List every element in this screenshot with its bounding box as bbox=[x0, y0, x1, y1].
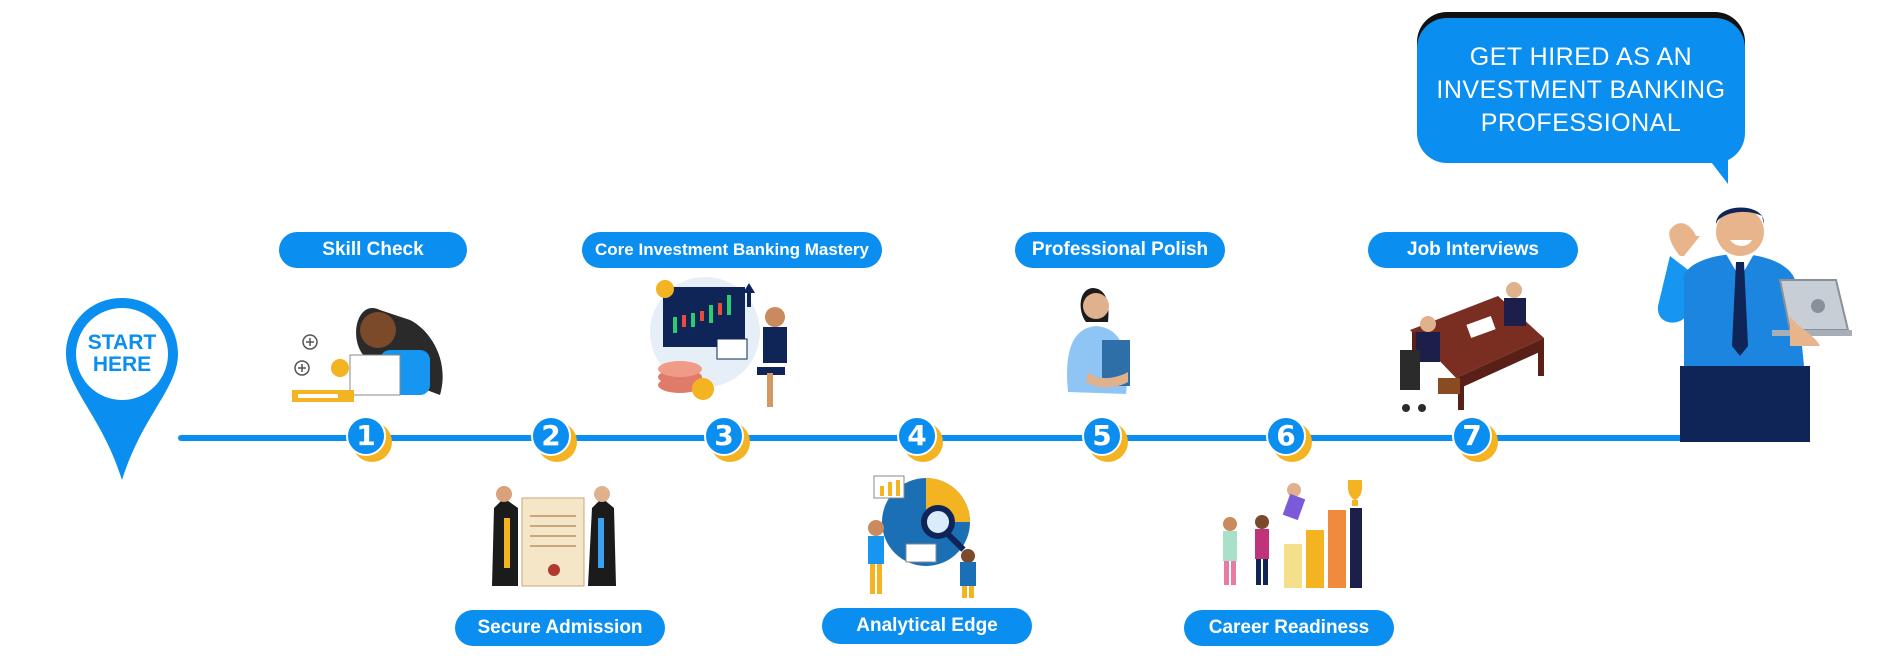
goal-line-3: PROFESSIONAL bbox=[1480, 109, 1682, 137]
step-number: 4 bbox=[897, 416, 937, 456]
step-label-skill-check[interactable]: Skill Check bbox=[279, 232, 467, 268]
job-interviews-illustration bbox=[1400, 282, 1544, 412]
step-label-job-interviews[interactable]: Job Interviews bbox=[1368, 232, 1578, 268]
step-marker-5[interactable]: 5 bbox=[1082, 416, 1128, 462]
skill-check-illustration bbox=[292, 308, 443, 402]
goal-speech-bubble: GET HIRED AS AN INVESTMENT BANKING PROFE… bbox=[1417, 18, 1745, 163]
goal-line-1: GET HIRED AS AN bbox=[1469, 43, 1693, 71]
timeline-line bbox=[178, 435, 1781, 441]
step-label-professional-polish[interactable]: Professional Polish bbox=[1015, 232, 1225, 268]
secure-admission-illustration bbox=[492, 486, 616, 587]
step-marker-3[interactable]: 3 bbox=[704, 416, 750, 462]
step-marker-1[interactable]: 1 bbox=[346, 416, 392, 462]
step-label-career-readiness[interactable]: Career Readiness bbox=[1184, 610, 1394, 646]
start-here-pin[interactable]: START HERE bbox=[64, 296, 180, 482]
celebrating-professional-illustration bbox=[1657, 207, 1852, 442]
step-number: 1 bbox=[346, 416, 386, 456]
start-label: START bbox=[88, 331, 157, 354]
step-marker-7[interactable]: 7 bbox=[1452, 416, 1498, 462]
step-label-analytical-edge[interactable]: Analytical Edge bbox=[822, 608, 1032, 644]
step-number: 7 bbox=[1452, 416, 1492, 456]
step-marker-4[interactable]: 4 bbox=[897, 416, 943, 462]
core-ib-mastery-illustration bbox=[650, 277, 787, 407]
step-marker-6[interactable]: 6 bbox=[1266, 416, 1312, 462]
professional-polish-illustration bbox=[1067, 288, 1130, 394]
step-label-core-ib-mastery[interactable]: Core Investment Banking Mastery bbox=[582, 232, 882, 268]
step-number: 6 bbox=[1266, 416, 1306, 456]
analytical-edge-illustration bbox=[868, 475, 976, 598]
career-readiness-illustration bbox=[1223, 480, 1362, 588]
step-number: 5 bbox=[1082, 416, 1122, 456]
goal-line-2: INVESTMENT BANKING bbox=[1436, 76, 1726, 104]
speech-bubble-tail bbox=[1708, 158, 1728, 184]
step-number: 3 bbox=[704, 416, 744, 456]
step-label-secure-admission[interactable]: Secure Admission bbox=[455, 610, 665, 646]
step-number: 2 bbox=[531, 416, 571, 456]
step-marker-2[interactable]: 2 bbox=[531, 416, 577, 462]
here-label: HERE bbox=[93, 353, 151, 376]
